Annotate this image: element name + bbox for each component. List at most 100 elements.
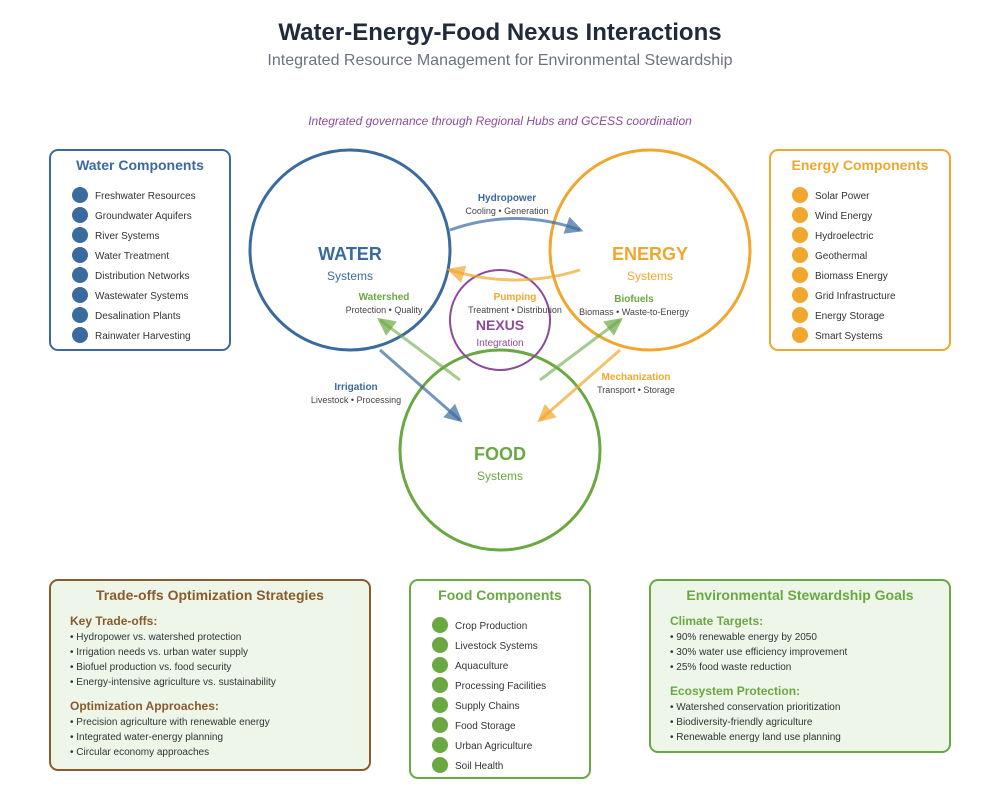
irrigation-arrow — [379, 348, 463, 423]
ecosystem-item: • Biodiversity-friendly agriculture — [670, 717, 813, 728]
energy-component-item: Smart Systems — [815, 331, 883, 342]
governance-note: Integrated governance through Regional H… — [308, 114, 692, 128]
watershed-label: Watershed — [359, 292, 410, 303]
hydropower-arrow — [449, 216, 584, 234]
energy-component-item: Geothermal — [815, 251, 867, 262]
optimization-item: • Integrated water-energy planning — [70, 732, 223, 743]
energy-component-bullet-icon — [792, 307, 808, 323]
mechanization-arrow — [537, 348, 621, 423]
food-component-item: Urban Agriculture — [455, 741, 533, 752]
food-component-bullet-icon — [432, 637, 448, 653]
key-tradeoff-item: • Hydropower vs. watershed protection — [70, 632, 241, 643]
nexus-circle-sub: Integration — [476, 338, 523, 349]
water-panel-title: Water Components — [76, 157, 204, 173]
water-component-bullet-icon — [72, 267, 88, 283]
mechanization-detail: Transport • Storage — [597, 385, 675, 395]
water-component-bullet-icon — [72, 247, 88, 263]
water-component-item: River Systems — [95, 231, 159, 242]
energy-component-item: Hydroelectric — [815, 231, 873, 242]
stewardship-goals-panel: Environmental Stewardship Goals Climate … — [649, 579, 951, 753]
tradeoffs-panel-title: Trade-offs Optimization Strategies — [96, 587, 324, 603]
ecosystem-item: • Watershed conservation prioritization — [670, 702, 840, 713]
food-component-item: Food Storage — [455, 721, 516, 732]
food-panel-title: Food Components — [438, 587, 562, 603]
key-tradeoff-item: • Biofuel production vs. food security — [70, 662, 231, 673]
food-component-bullet-icon — [432, 677, 448, 693]
food-component-item: Supply Chains — [455, 701, 519, 712]
food-circle-label: FOOD — [474, 444, 526, 464]
food-component-bullet-icon — [432, 717, 448, 733]
mechanization-label: Mechanization — [602, 372, 671, 383]
irrigation-label: Irrigation — [334, 382, 377, 393]
food-component-bullet-icon — [432, 697, 448, 713]
water-component-bullet-icon — [72, 307, 88, 323]
food-component-item: Soil Health — [455, 761, 503, 772]
food-component-item: Processing Facilities — [455, 681, 546, 692]
biofuels-detail: Biomass • Waste-to-Energy — [579, 307, 689, 317]
biofuels-label: Biofuels — [614, 294, 654, 305]
water-component-bullet-icon — [72, 227, 88, 243]
nexus-circle-label: NEXUS — [476, 317, 524, 333]
food-circle-sub: Systems — [477, 469, 523, 483]
water-component-item: Rainwater Harvesting — [95, 331, 191, 342]
water-component-item: Water Treatment — [95, 251, 169, 262]
tradeoffs-panel: Trade-offs Optimization Strategies Key T… — [49, 579, 371, 771]
food-component-item: Livestock Systems — [455, 641, 538, 652]
pumping-label: Pumping — [494, 292, 537, 303]
water-component-item: Distribution Networks — [95, 271, 189, 282]
food-component-item: Aquaculture — [455, 661, 509, 672]
hydropower-label: Hydropower — [478, 193, 536, 204]
ecosystem-heading: Ecosystem Protection: — [670, 684, 800, 698]
page-title: Water-Energy-Food Nexus Interactions — [278, 19, 721, 46]
water-components-panel: Water Components Freshwater ResourcesGro… — [49, 149, 231, 351]
climate-target-item: • 90% renewable energy by 2050 — [670, 632, 817, 643]
water-component-item: Wastewater Systems — [95, 291, 189, 302]
energy-component-item: Biomass Energy — [815, 271, 888, 282]
water-component-bullet-icon — [72, 327, 88, 343]
water-component-item: Desalination Plants — [95, 311, 181, 322]
climate-target-item: • 25% food waste reduction — [670, 662, 791, 673]
energy-component-item: Wind Energy — [815, 211, 872, 222]
key-tradeoffs-heading: Key Trade-offs: — [70, 614, 157, 628]
food-component-item: Crop Production — [455, 621, 527, 632]
food-components-panel: Food Components Crop ProductionLivestock… — [409, 579, 591, 779]
water-circle-label: WATER — [318, 244, 382, 264]
nexus-circle[interactable] — [449, 269, 551, 371]
energy-circle[interactable] — [548, 148, 752, 352]
goals-panel-title: Environmental Stewardship Goals — [686, 587, 913, 603]
energy-component-item: Solar Power — [815, 191, 870, 202]
water-component-bullet-icon — [72, 207, 88, 223]
water-circle[interactable] — [248, 148, 452, 352]
energy-component-bullet-icon — [792, 247, 808, 263]
key-tradeoff-item: • Energy-intensive agriculture vs. susta… — [70, 677, 276, 688]
key-tradeoff-item: • Irrigation needs vs. urban water suppl… — [70, 647, 248, 658]
food-component-bullet-icon — [432, 617, 448, 633]
water-component-item: Freshwater Resources — [95, 191, 196, 202]
pumping-detail: Treatment • Distribution — [468, 305, 562, 315]
energy-component-bullet-icon — [792, 267, 808, 283]
energy-component-bullet-icon — [792, 187, 808, 203]
food-component-bullet-icon — [432, 757, 448, 773]
energy-component-item: Grid Infrastructure — [815, 291, 896, 302]
water-component-bullet-icon — [72, 187, 88, 203]
irrigation-detail: Livestock • Processing — [311, 395, 401, 405]
biofuels-arrow — [539, 317, 623, 382]
page-subtitle: Integrated Resource Management for Envir… — [267, 52, 732, 69]
optimization-heading: Optimization Approaches: — [70, 699, 219, 713]
food-component-bullet-icon — [432, 657, 448, 673]
energy-circle-sub: Systems — [627, 269, 673, 283]
energy-circle-label: ENERGY — [612, 244, 688, 264]
food-component-bullet-icon — [432, 737, 448, 753]
pumping-arrow — [446, 265, 581, 283]
climate-target-item: • 30% water use efficiency improvement — [670, 647, 848, 658]
energy-component-bullet-icon — [792, 207, 808, 223]
water-circle-sub: Systems — [327, 269, 373, 283]
watershed-detail: Protection • Quality — [346, 305, 423, 315]
food-circle[interactable] — [398, 348, 602, 552]
water-component-item: Groundwater Aquifers — [95, 211, 192, 222]
water-component-bullet-icon — [72, 287, 88, 303]
optimization-item: • Circular economy approaches — [70, 747, 209, 758]
climate-targets-heading: Climate Targets: — [670, 614, 763, 628]
